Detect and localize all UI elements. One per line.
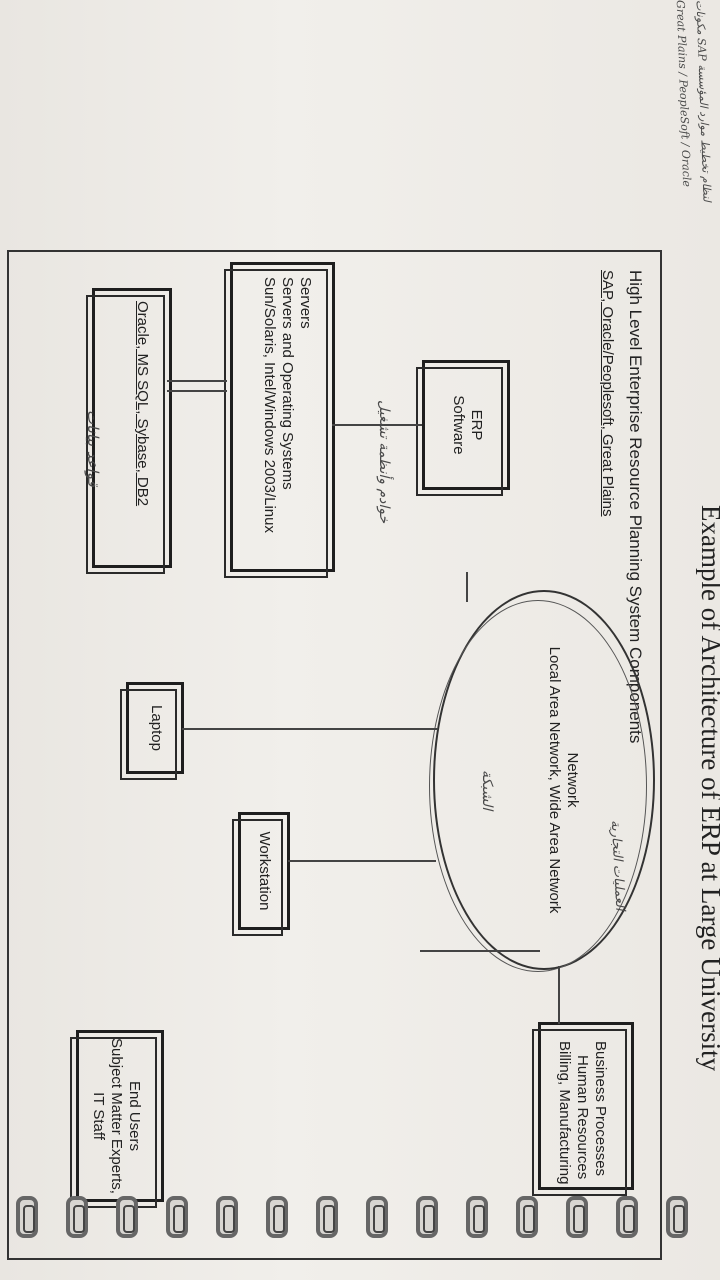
- binding-ring: [16, 1196, 38, 1238]
- handwriting-top-left-1: مكونات SAP لنظام تخطيط موارد المؤسسة: [693, 0, 714, 202]
- laptop-label: Laptop: [148, 705, 165, 751]
- connector-servers-network: [466, 572, 468, 602]
- binding-ring: [466, 1196, 488, 1238]
- erp-software-box: ERP Software: [422, 360, 510, 490]
- handwriting-servers-note: خوادم وأنظمة تشغيل: [376, 400, 392, 524]
- servers-os-label: Servers and Operating Systems: [279, 277, 296, 490]
- handwriting-network-note: الشبكة: [479, 770, 495, 811]
- human-resources-label: Human Resources: [574, 1055, 591, 1180]
- binding-ring: [416, 1196, 438, 1238]
- billing-label: Billing, Manufacturing: [556, 1041, 573, 1185]
- laptop-box: Laptop: [126, 682, 184, 774]
- servers-box: Servers Servers and Operating Systems Su…: [230, 262, 335, 572]
- binding-ring: [516, 1196, 538, 1238]
- binding-ring: [316, 1196, 338, 1238]
- connector-servers-database: [167, 380, 227, 382]
- binding-ring: [566, 1196, 588, 1238]
- binding-ring: [266, 1196, 288, 1238]
- handwriting-database-note: قواعد بيانات: [84, 410, 102, 487]
- workstation-box: Workstation: [238, 812, 290, 930]
- binding-ring: [166, 1196, 188, 1238]
- servers-label: Servers: [297, 277, 314, 329]
- database-label: Oracle, MS SQL, Sybase, DB2: [134, 301, 151, 507]
- binding-ring: [616, 1196, 638, 1238]
- erp-software-label: Software: [450, 395, 467, 455]
- network-ellipse: Network Local Area Network, Wide Area Ne…: [429, 590, 655, 972]
- page-heading: Example of Architecture of ERP at Large …: [696, 505, 720, 1072]
- binding-ring: [666, 1196, 688, 1238]
- business-processes-box: Business Processes Human Resources Billi…: [538, 1022, 634, 1190]
- connector-network-laptop: [182, 728, 438, 730]
- end-users-label: End Users: [126, 1080, 143, 1152]
- binding-ring: [66, 1196, 88, 1238]
- workstation-label: Workstation: [256, 831, 273, 911]
- diagram-subtitle: SAP, Oracle/Peoplesoft, Great Plains: [599, 270, 616, 517]
- network-label: Network: [564, 752, 581, 808]
- erp-label: ERP: [468, 409, 485, 441]
- handwriting-top-left-2: Great Plains / PeopleSoft / Oracle: [673, 0, 694, 188]
- binding-ring: [216, 1196, 238, 1238]
- connector-network-workstation: [288, 860, 436, 862]
- binding-ring: [116, 1196, 138, 1238]
- business-processes-label: Business Processes: [592, 1041, 609, 1177]
- binding-ring: [366, 1196, 388, 1238]
- connector-business-users: [420, 950, 540, 952]
- end-users-box: End Users Subject Matter Experts, IT Sta…: [76, 1030, 164, 1202]
- it-staff-label: IT Staff: [90, 1092, 107, 1140]
- servers-platforms-label: Sun/Solaris, Intel/Windows 2003/Linux: [261, 277, 278, 533]
- database-box: Oracle, MS SQL, Sybase, DB2: [92, 288, 172, 568]
- connector-servers-database-b: [167, 390, 227, 392]
- network-types-label: Local Area Network, Wide Area Network: [546, 646, 563, 914]
- connector-network-business-h: [558, 966, 560, 1024]
- subject-experts-label: Subject Matter Experts,: [108, 1038, 125, 1194]
